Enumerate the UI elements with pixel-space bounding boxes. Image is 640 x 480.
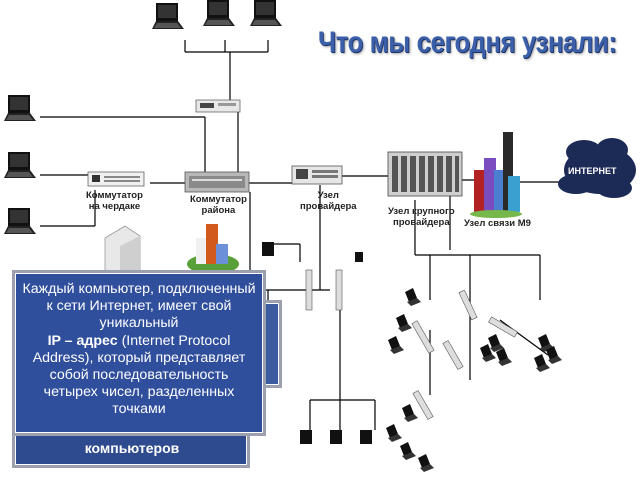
ip-info-box: Каждый компьютер, подключенный к сети Ин… xyxy=(12,270,266,436)
small-switch-icon xyxy=(195,99,241,113)
m9-building-icon xyxy=(470,132,522,218)
back-box-caption: компьютеров xyxy=(84,440,180,456)
workstations xyxy=(262,242,562,472)
label-switch-district: Коммутатор района xyxy=(190,194,247,216)
label-provider-node: Узел провайдера xyxy=(300,190,357,212)
page-title: Что мы сегодня узнали: xyxy=(318,26,617,59)
info-ip-term: IP – адрес xyxy=(47,332,118,349)
small-switches xyxy=(305,269,518,420)
label-m9-node: Узел связи М9 xyxy=(464,218,531,229)
label-big-provider-node: Узел крупного провайдера xyxy=(388,206,455,228)
switch-district-icon xyxy=(184,171,250,193)
info-text-1: Каждый компьютер, подключенный к сети Ин… xyxy=(22,281,256,332)
switch-attic-icon xyxy=(87,171,145,187)
info-text-2: (Internet Protocol Address), который пре… xyxy=(32,332,246,418)
internet-cloud-icon xyxy=(558,138,636,198)
label-internet: ИНТЕРНЕТ xyxy=(568,166,617,176)
big-provider-node-icon xyxy=(387,151,463,197)
provider-node-icon xyxy=(291,165,343,185)
district-building-icon xyxy=(187,224,239,274)
label-switch-attic: Коммутатор на чердаке xyxy=(86,190,143,212)
